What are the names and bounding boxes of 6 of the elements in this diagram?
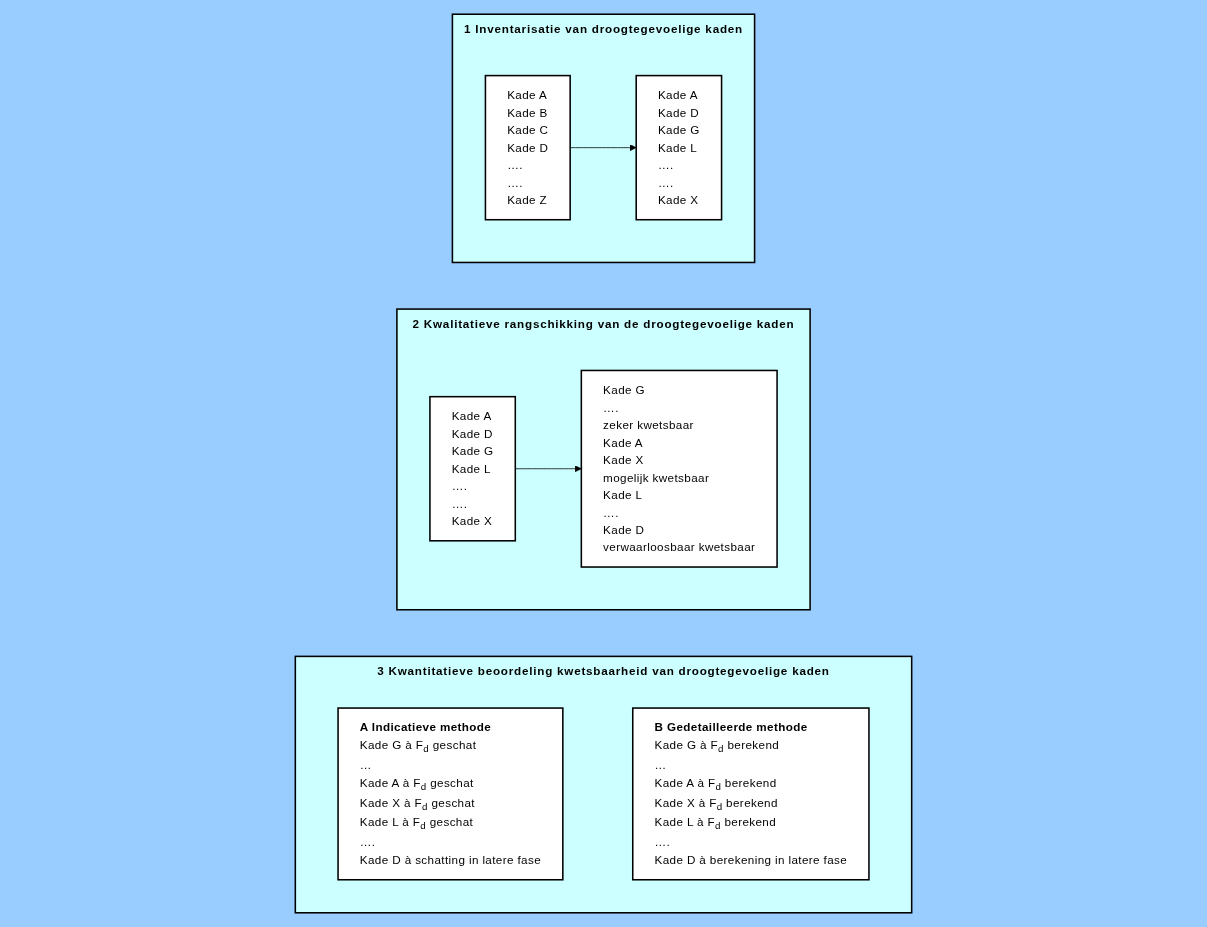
node-box: A Indicatieve methode Kade G à F$_{d}$ geschat … Kade A à F$_{d}$ geschat Kade X à F$_{d}$ geschat Kade L à F$_{d}$ geschat …. Kade D à schatting in latere fase <box>337 707 564 881</box>
node-box: Kade A Kade D Kade G Kade L …. …. Kade X <box>429 395 517 542</box>
node-box: Kade G …. zeker kwetsbaar Kade A Kade X mogelijk kwetsbaar Kade L …. Kade D verwaarloosbaar kwetsbaar <box>580 369 778 568</box>
node-box: Kade A Kade B Kade C Kade D …. …. Kade Z <box>484 74 571 221</box>
node-box: B Gedetailleerde methode Kade G à F$_{d}$ berekend … Kade A à F$_{d}$ berekend Kade X à F$_{d}$ berekend Kade L à F$_{d}$ berekend …. Kade D à berekening in latere fase <box>632 707 870 881</box>
node-box: Kade A Kade D Kade G Kade L …. …. Kade X <box>635 74 723 221</box>
